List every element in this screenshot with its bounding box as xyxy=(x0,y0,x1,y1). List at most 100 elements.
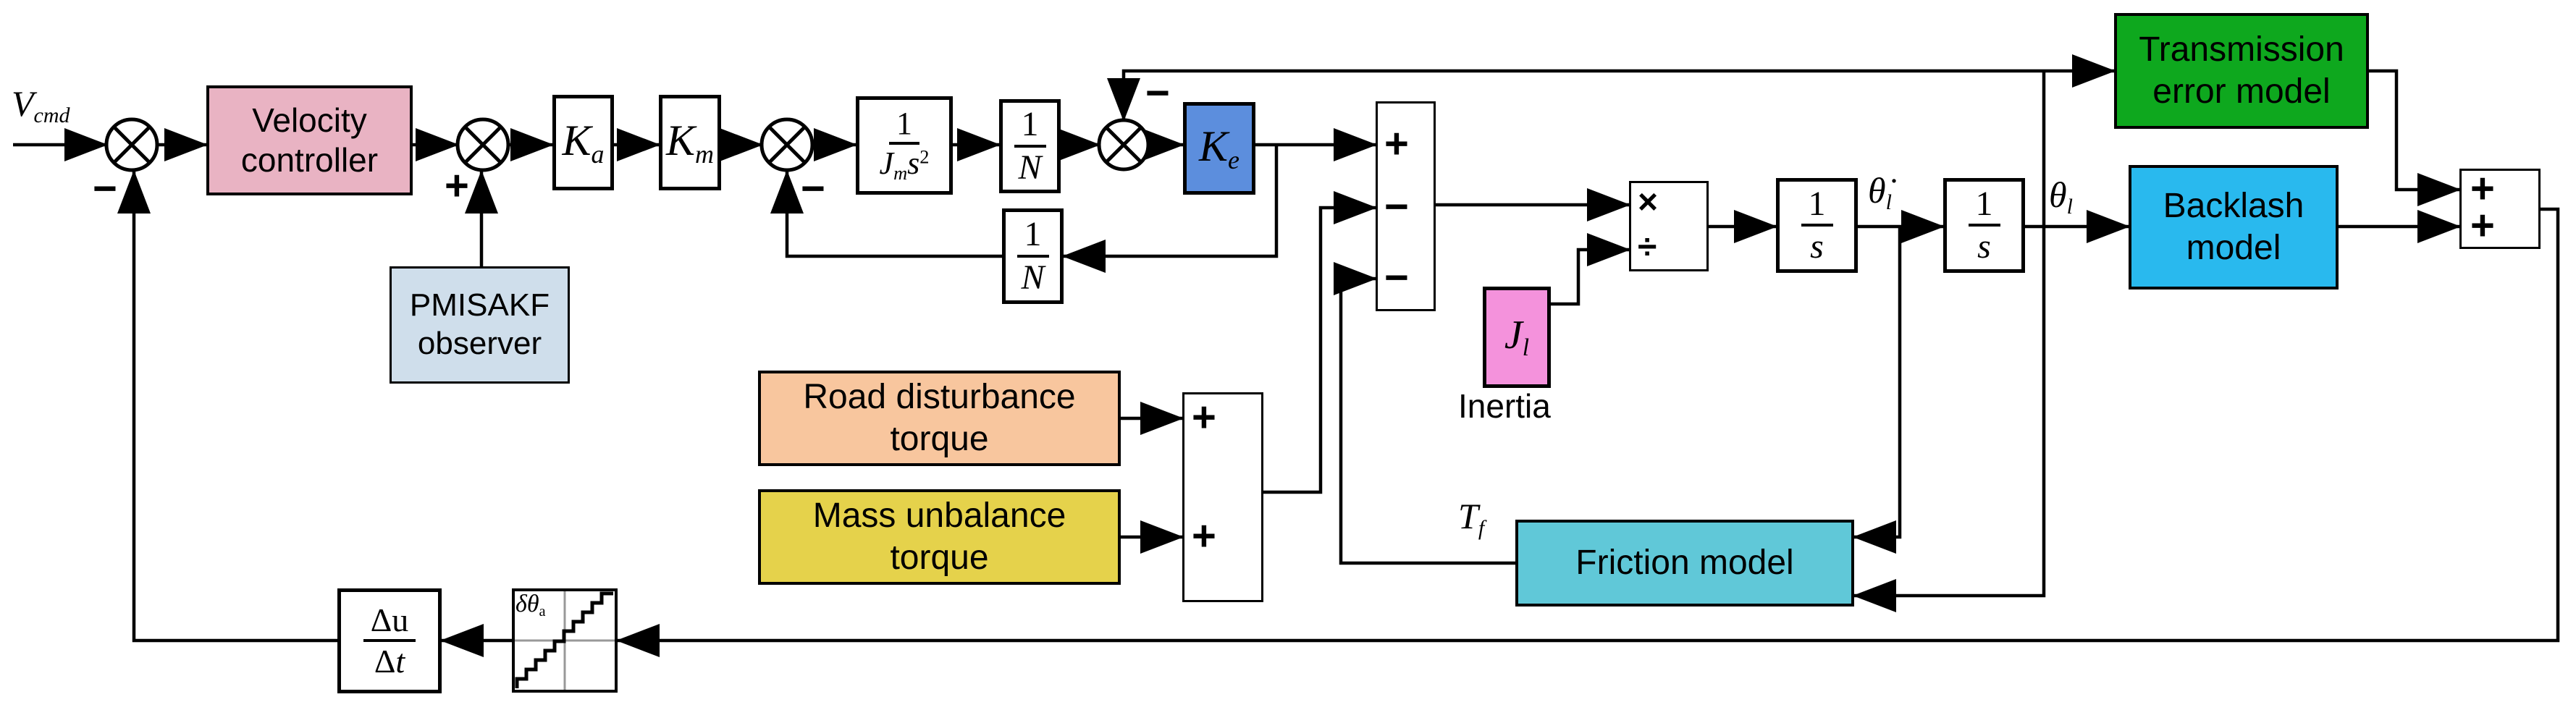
math-segment: J xyxy=(1504,313,1523,358)
block-label: torque xyxy=(890,538,989,577)
math-segment: J xyxy=(879,145,894,182)
label-text: + xyxy=(1192,512,1216,559)
label-text: Inertia xyxy=(1458,387,1551,425)
torque-sum-minus-bot-sign: − xyxy=(1384,257,1409,299)
block-label: error model xyxy=(2152,72,2331,111)
ke-gain-block: Ke xyxy=(1183,102,1255,195)
sum4-minus-sign: − xyxy=(1145,72,1170,114)
wire-transmission-to-output-sum xyxy=(2369,69,2461,206)
block-label: PMISAKF xyxy=(409,287,550,324)
torque-sum-plus-sign: + xyxy=(1384,123,1409,165)
wire-top-rail-to-sum4 xyxy=(1107,69,2044,122)
math-segment: a xyxy=(591,139,605,169)
math-segment: K xyxy=(1198,122,1229,171)
disturbance-sum-plus-bot-sign: + xyxy=(1192,515,1216,557)
math-segment: s xyxy=(1810,227,1824,266)
wire-disturbance-sum-to-torque-sum xyxy=(1263,191,1377,494)
block-label: controller xyxy=(240,141,379,179)
math-segment: Δ xyxy=(370,601,392,638)
label-text: ÷ xyxy=(1638,228,1657,266)
label-text: + xyxy=(2470,165,2495,212)
label-text: θ̇ xyxy=(1868,170,1886,211)
label-text: θ xyxy=(2049,174,2067,215)
math-segment: N xyxy=(1021,258,1045,297)
block-math-label: Km xyxy=(666,116,714,169)
label-text: a xyxy=(539,604,546,620)
block-label: torque xyxy=(890,420,989,458)
label-text: cmd xyxy=(33,103,70,127)
math-segment: t xyxy=(395,643,405,680)
inertia-label: Inertia xyxy=(1458,389,1551,423)
math-segment: 1 xyxy=(1021,105,1039,144)
math-segment: 1 xyxy=(1024,215,1042,254)
multiply-sign: × xyxy=(1638,185,1658,221)
block-label: observer xyxy=(417,326,542,361)
label-text: + xyxy=(445,162,469,209)
math-segment: m xyxy=(695,139,715,169)
quantizer-delta-theta-label: δθa xyxy=(515,592,546,620)
label-text: V xyxy=(12,83,34,124)
block-label: Transmission xyxy=(2139,30,2344,69)
km-gain-block: Km xyxy=(659,95,721,190)
block-label: Velocity xyxy=(252,101,367,139)
label-text: − xyxy=(1145,69,1170,117)
math-segment: 1 xyxy=(1808,184,1826,223)
label-text: l xyxy=(1885,190,1892,214)
wire-inertia-to-divide xyxy=(1551,233,1630,306)
ka-gain-block: Ka xyxy=(552,95,614,190)
label-text: + xyxy=(1384,120,1409,167)
theta-dot-l-label: θ̇l xyxy=(1868,172,1892,214)
block-label: Backlash xyxy=(2163,187,2304,226)
label-text: − xyxy=(93,165,117,212)
block-math-label: Ka xyxy=(562,116,604,169)
sum2-plus-sign: + xyxy=(445,165,469,207)
sum3-minus-sign: − xyxy=(801,168,825,210)
label-text: × xyxy=(1638,183,1659,221)
wire-theta-dot-tap-to-friction xyxy=(1853,227,1902,554)
torque-sum-minus-mid-sign: − xyxy=(1384,186,1409,228)
friction-model-block: Friction model xyxy=(1515,520,1854,607)
math-segment: e xyxy=(1228,145,1239,174)
label-text: f xyxy=(1478,516,1485,540)
math-segment: u xyxy=(392,601,409,638)
label-text: θ xyxy=(526,591,539,617)
load-inertia-block: Jl xyxy=(1483,287,1551,388)
math-segment: N xyxy=(1018,148,1042,187)
wire-difference-to-sum1 xyxy=(117,170,337,643)
label-text: − xyxy=(801,165,825,212)
divide-sign: ÷ xyxy=(1638,229,1657,266)
disturbance-sum-plus-top-sign: + xyxy=(1192,397,1216,439)
math-segment: 1 xyxy=(1975,184,1993,223)
math-segment: Δ xyxy=(374,643,396,680)
label-text: T xyxy=(1458,496,1478,536)
tf-label: Tf xyxy=(1458,498,1484,539)
block-math-label: Ke xyxy=(1199,122,1239,175)
wire-theta-tap-to-friction xyxy=(1853,227,2046,612)
math-segment: m xyxy=(893,162,908,185)
math-segment: s xyxy=(1977,227,1991,266)
sum1-minus-sign: − xyxy=(93,168,117,210)
theta-l-label: θl xyxy=(2049,177,2073,218)
block-math-label: Jl xyxy=(1504,312,1529,362)
math-segment: 1 xyxy=(896,106,912,142)
block-label: model xyxy=(2186,229,2281,267)
label-text: − xyxy=(1384,183,1409,230)
sum-junction-motor xyxy=(759,117,815,172)
